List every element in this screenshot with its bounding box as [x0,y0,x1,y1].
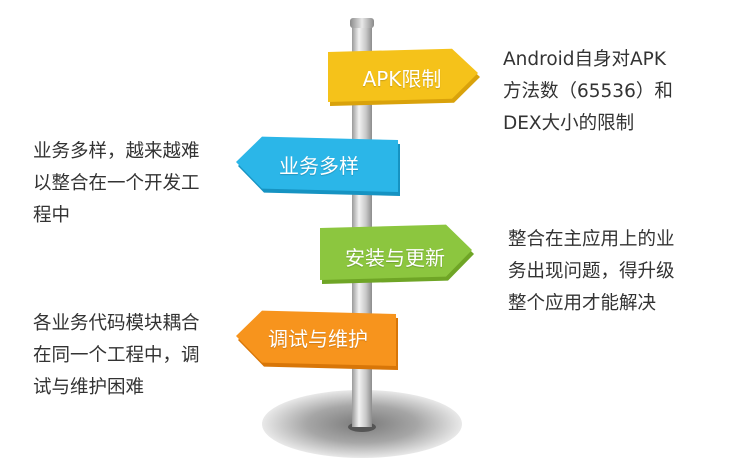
note-line: 程中 [33,205,71,226]
note-line: 业务多样，越来越难 [33,141,200,162]
note-line: Android自身对APK [503,49,666,70]
note-business: 业务多样，越来越难 以整合在一个开发工 程中 [33,136,200,232]
sign-debug-maintain [236,310,396,366]
sign-label-debug-maintain: 调试与维护 [268,327,368,351]
note-line: 务出现问题，得升级 [508,261,675,282]
sign-apk-limit [328,48,478,102]
note-apk-limit: Android自身对APK 方法数（65536）和 DEX大小的限制 [503,44,673,140]
note-line: 各业务代码模块耦合 [33,313,200,334]
note-line: 在同一个工程中，调 [33,345,200,366]
note-line: 以整合在一个开发工 [33,173,200,194]
note-debug-maintain: 各业务代码模块耦合 在同一个工程中，调 试与维护困难 [33,308,200,404]
pole-cap [350,18,374,28]
sign-label-apk-limit: APK限制 [362,67,442,91]
note-line: 整个应用才能解决 [508,293,657,314]
note-line: 试与维护困难 [33,377,145,398]
sign-business [236,136,398,192]
sign-label-install-update: 安装与更新 [345,246,445,270]
note-install-update: 整合在主应用上的业 务出现问题，得升级 整个应用才能解决 [508,224,675,320]
note-line: 方法数（65536）和 [503,81,673,102]
note-line: 整合在主应用上的业 [508,229,675,250]
sign-install-update [320,224,472,280]
note-line: DEX大小的限制 [503,113,635,134]
sign-label-business: 业务多样 [279,154,359,178]
